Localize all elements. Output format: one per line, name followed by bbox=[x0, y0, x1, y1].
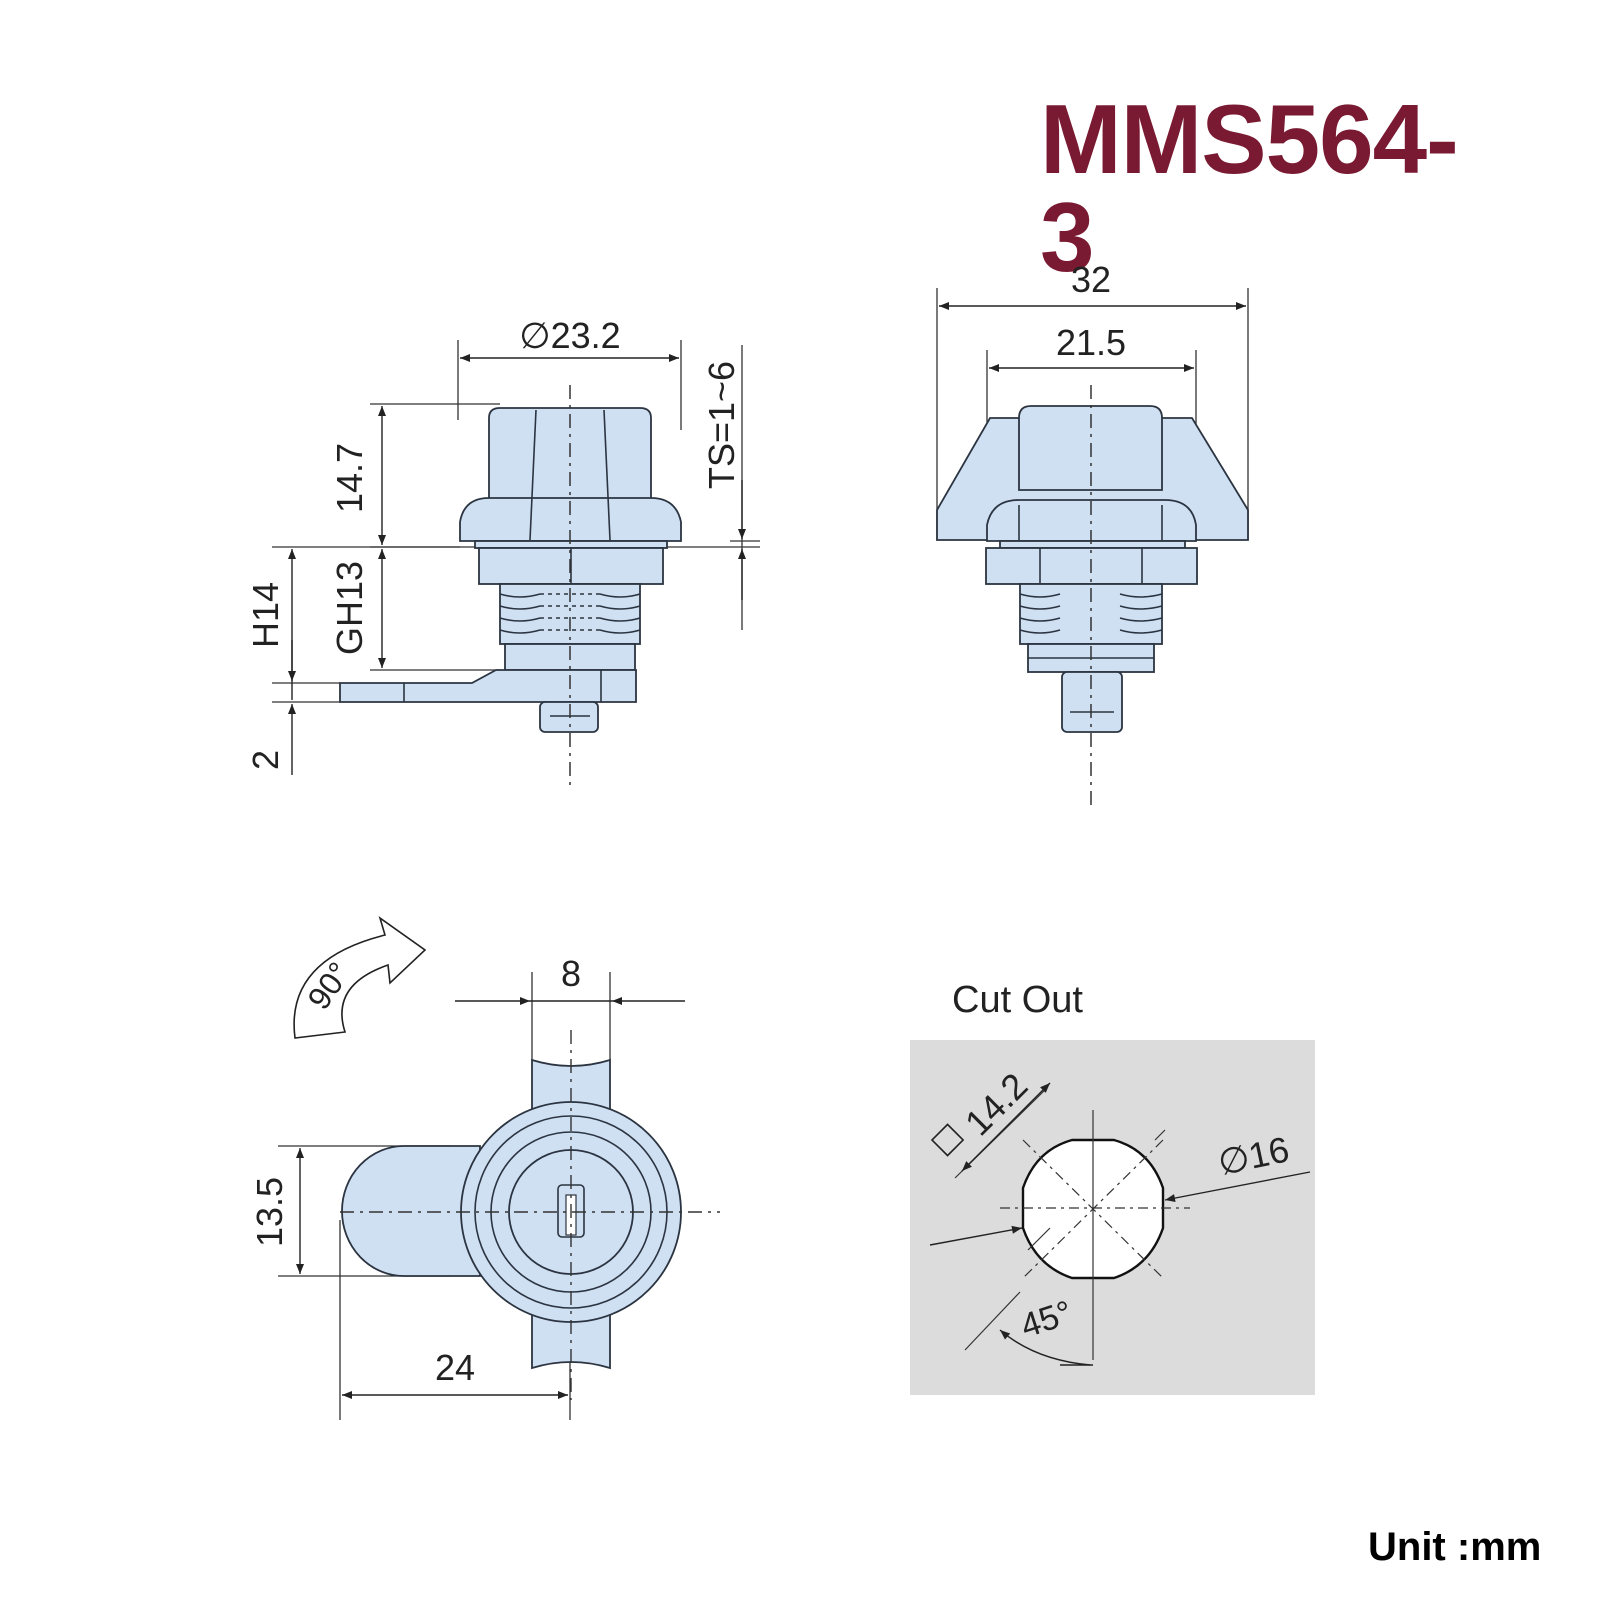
cam-length-label: 24 bbox=[435, 1347, 475, 1388]
key-width-label: 8 bbox=[561, 953, 581, 994]
angle-arc bbox=[999, 1329, 1091, 1366]
diameter-dim-line-cutout bbox=[929, 1225, 1023, 1246]
ts-label: TS=1~6 bbox=[701, 361, 742, 489]
square-dim-line bbox=[961, 1082, 1051, 1172]
shaft-tip bbox=[539, 701, 599, 733]
height-label: 14.7 bbox=[329, 443, 370, 513]
knob-flange bbox=[459, 497, 682, 542]
washer bbox=[474, 540, 668, 549]
cam-top bbox=[341, 1145, 481, 1277]
wing-handle bbox=[531, 1058, 611, 1370]
cam-width-label: 13.5 bbox=[249, 1177, 290, 1247]
side-view: ∅23.2 14.7 TS=1~6 GH13 H14 2 bbox=[245, 315, 760, 790]
diameter-label: ∅23.2 bbox=[519, 315, 620, 356]
gh-label: GH13 bbox=[329, 561, 370, 655]
front-view: 32 21.5 bbox=[936, 259, 1249, 808]
top-view: 90° 8 13.5 24 bbox=[249, 916, 720, 1420]
unit-label: Unit :mm bbox=[1368, 1525, 1542, 1569]
cam-thickness-label: 2 bbox=[245, 750, 286, 770]
rotation-arrow-icon bbox=[293, 916, 427, 1039]
inner-width-label: 21.5 bbox=[1056, 322, 1126, 363]
square-symbol-icon bbox=[930, 1123, 965, 1157]
flange-front bbox=[986, 499, 1197, 542]
cutout-view: Cut Out 14.2 ∅16 45° bbox=[910, 979, 1315, 1395]
shaft-tip-front bbox=[1061, 671, 1123, 733]
cutout-heading: Cut Out bbox=[952, 979, 1083, 1021]
product-title: MMS564-3 bbox=[1040, 84, 1459, 292]
h-label: H14 bbox=[245, 582, 286, 648]
outer-width-label: 32 bbox=[1071, 259, 1111, 300]
cam-lever bbox=[339, 669, 637, 703]
